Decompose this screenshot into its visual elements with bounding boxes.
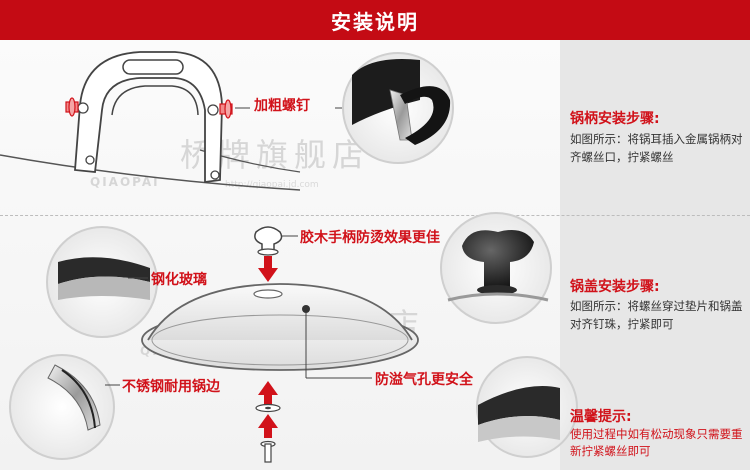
rim-vent-photo — [476, 356, 578, 458]
lid-steps-title: 锅盖安装步骤: — [570, 279, 660, 295]
section-divider — [0, 215, 750, 216]
illustrations — [0, 51, 578, 463]
washer-drawing — [255, 403, 281, 413]
label-tempered-glass: 钢化玻璃 — [151, 272, 207, 288]
handle-photo — [342, 52, 454, 164]
label-bakelite-handle: 胶木手柄防烫效果更佳 — [300, 230, 440, 246]
screw-right — [219, 99, 233, 119]
glass-edge-photo — [46, 226, 158, 338]
knob-photo — [440, 212, 552, 324]
watermark-brand-en: QIAOPAI — [90, 175, 160, 189]
handle-steps-body: 如图所示：将锅耳插入金属锅柄对齐螺丝口，拧紧螺丝 — [570, 132, 743, 164]
screw-drawing — [260, 440, 276, 463]
knob-drawing — [254, 226, 283, 256]
label-vent-hole: 防溢气孔更安全 — [375, 372, 473, 388]
title-tab — [285, 0, 465, 40]
screw-left — [65, 97, 79, 117]
arrow-down-icon — [258, 256, 278, 282]
label-thick-screw: 加粗螺钉 — [254, 98, 310, 114]
arrow-up-icon-2 — [258, 414, 278, 438]
glass-lid-drawing — [141, 283, 419, 371]
label-steel-rim: 不锈钢耐用锅边 — [122, 379, 220, 395]
steel-rim-photo — [9, 354, 115, 460]
handle-steps-title: 锅柄安装步骤: — [570, 111, 660, 127]
arrow-up-icon-1 — [258, 381, 278, 405]
pan-handle-drawing — [0, 51, 301, 191]
watermark-url: http://qiaopai.jd.com — [225, 180, 319, 190]
tips-title: 温馨提示: — [570, 409, 632, 425]
instruction-panel — [560, 40, 750, 470]
tips-body: 使用过程中如有松动现象只需要重新拧紧螺丝即可 — [570, 427, 743, 458]
lid-steps-body: 如图所示：将螺丝穿过垫片和锅盖对齐钉珠，拧紧即可 — [570, 299, 743, 331]
page-title: 安装说明 — [331, 10, 419, 34]
